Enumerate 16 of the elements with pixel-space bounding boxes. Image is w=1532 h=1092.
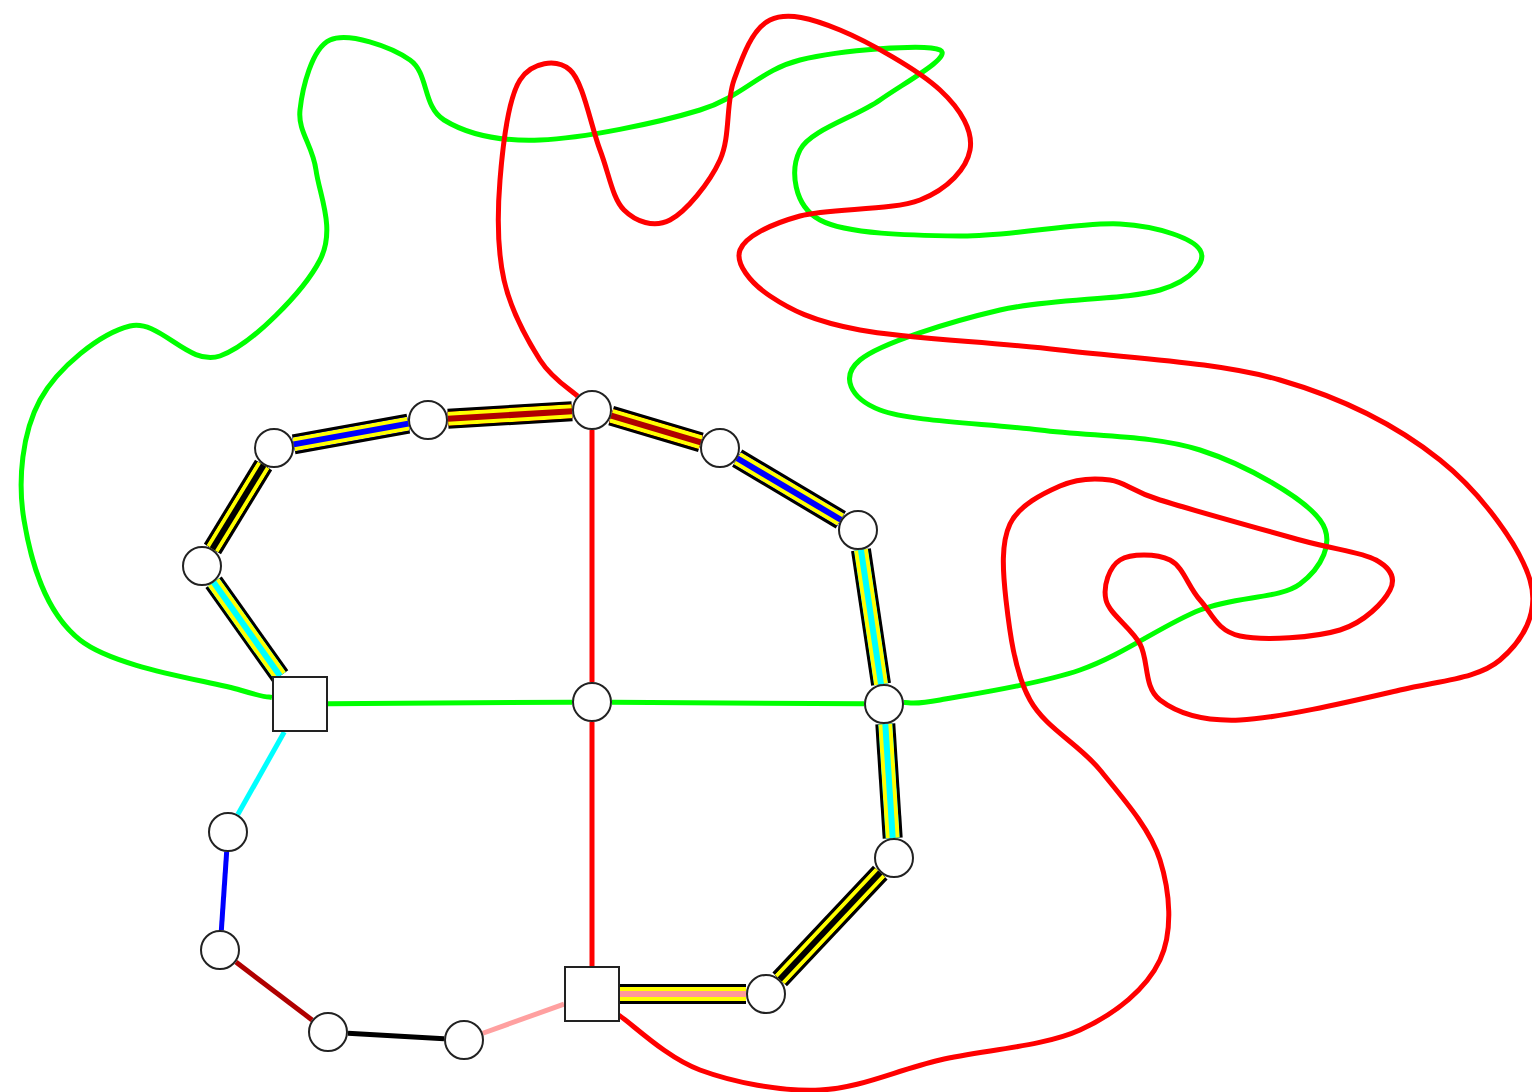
station-circle (572, 390, 612, 430)
station-circle (572, 682, 612, 722)
station-circle (746, 974, 786, 1014)
station-circle (408, 400, 448, 440)
station-circle (200, 930, 240, 970)
station-circle (182, 546, 222, 586)
station-circle (874, 838, 914, 878)
station-square (564, 966, 620, 1022)
station-circle (308, 1012, 348, 1052)
station-square (272, 676, 328, 732)
station-circle (864, 684, 904, 724)
station-circle (700, 428, 740, 468)
station-circle (444, 1020, 484, 1060)
station-circle (254, 428, 294, 468)
station-circle (838, 510, 878, 550)
station-circle (208, 812, 248, 852)
